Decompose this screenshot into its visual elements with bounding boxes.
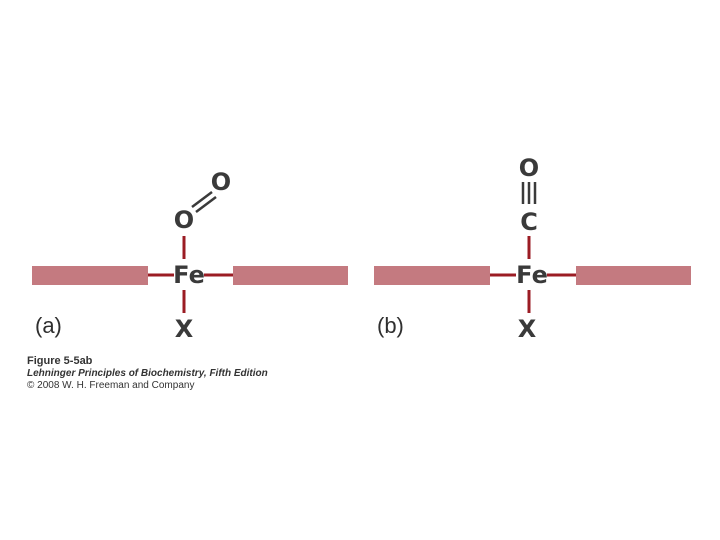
panel-a: O O Fe X (a) [32,168,348,343]
oxygen-label-b: O [519,154,539,182]
oxygen-top-label-a: O [211,168,231,196]
porphyrin-plane-left-a [32,266,148,285]
axial-ligand-label-a: X [175,315,194,343]
panel-b-label: (b) [377,313,404,338]
iron-label-b: Fe [516,261,548,289]
book-title: Lehninger Principles of Biochemistry, Fi… [27,368,268,379]
porphyrin-plane-left-b [374,266,490,285]
oxygen-bound-label-a: O [174,206,194,234]
panel-a-label: (a) [35,313,62,338]
o-o-double-bond-1 [191,191,213,208]
axial-ligand-label-b: X [518,315,537,343]
carbon-label-b: C [520,208,538,236]
porphyrin-plane-right-a [233,266,348,285]
iron-label-a: Fe [173,261,205,289]
figure-caption: Figure 5-5ab Lehninger Principles of Bio… [27,354,268,392]
figure-number: Figure 5-5ab [27,355,93,367]
porphyrin-plane-right-b [576,266,691,285]
panel-b: O C Fe X (b) [374,154,691,343]
copyright-line: © 2008 W. H. Freeman and Company [27,380,195,391]
o-o-double-bond-2 [195,196,217,213]
